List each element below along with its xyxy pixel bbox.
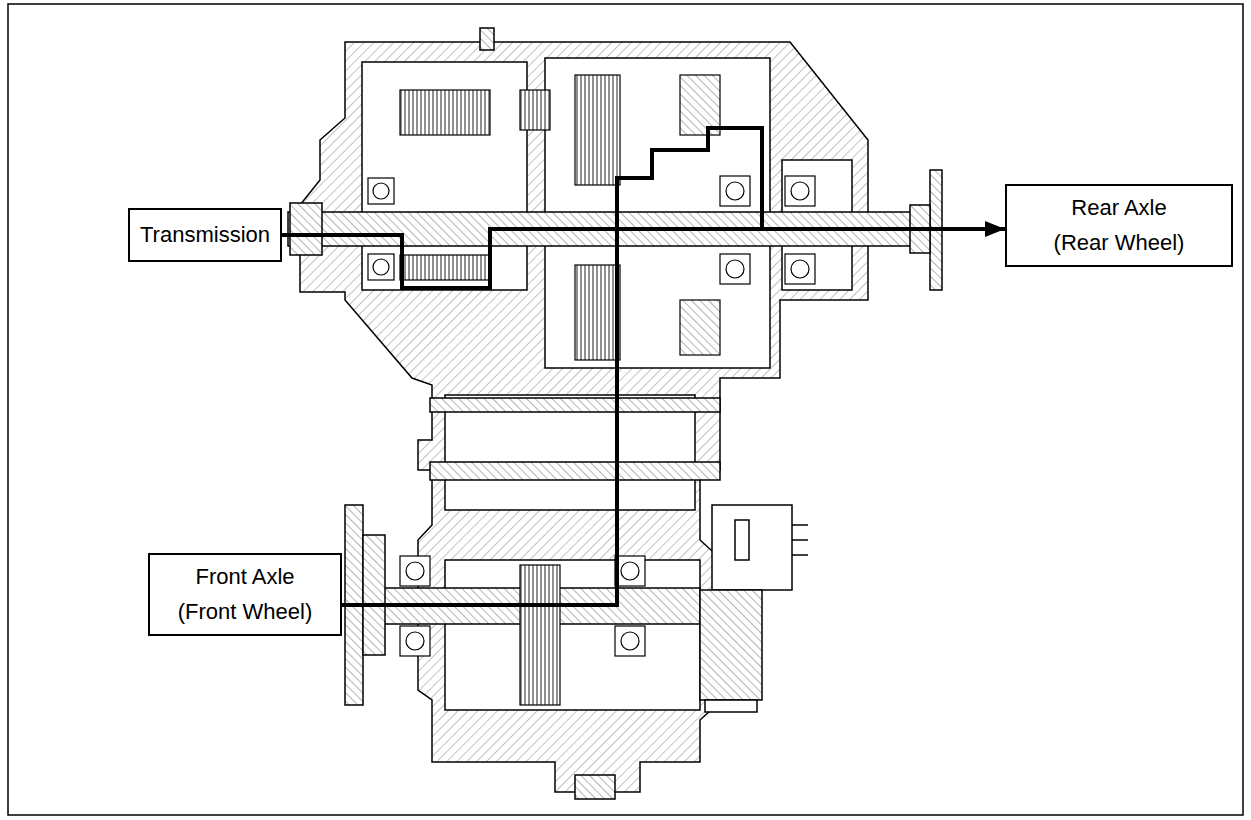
motor-base	[705, 700, 757, 712]
connector-pin	[792, 524, 808, 526]
bearings	[368, 176, 815, 656]
bearing	[720, 176, 750, 206]
bearing-ball	[791, 260, 809, 278]
driven-sprocket	[520, 565, 560, 705]
bearing	[400, 556, 430, 586]
connector-pin	[792, 554, 808, 556]
bearing	[368, 178, 394, 204]
bearing-ball	[406, 632, 424, 650]
connector	[735, 520, 749, 560]
actuator-housing	[712, 505, 792, 590]
power-flow-arrow	[148, 128, 762, 605]
bearing	[785, 176, 815, 206]
bearing-ball	[726, 182, 744, 200]
bearing	[368, 254, 394, 280]
bearing	[400, 626, 430, 656]
bearing	[615, 556, 645, 586]
connector-pin	[792, 539, 808, 541]
front-flange-hub	[363, 535, 385, 655]
bolt	[480, 28, 494, 50]
housing	[300, 28, 868, 799]
gears-and-clutch	[400, 75, 720, 705]
label-box: Rear Axle (Rear Wheel)	[1005, 184, 1233, 267]
actuator-shaft	[430, 462, 720, 480]
bearing	[720, 254, 750, 284]
label-box: Front Axle (Front Wheel)	[148, 553, 342, 636]
actuator	[700, 505, 808, 712]
planetary-gear	[400, 255, 490, 280]
power-flow-arrow	[282, 229, 1005, 288]
bearing-ball	[621, 632, 639, 650]
bearing-ball	[726, 260, 744, 278]
box-label: Rear Axle (Rear Wheel)	[1044, 190, 1194, 260]
planetary-gear	[400, 90, 490, 135]
bearing	[615, 626, 645, 656]
shift-rail	[430, 398, 720, 412]
bearing-ball	[791, 182, 809, 200]
label-box: Transmission	[128, 208, 282, 262]
box-label: Front Axle (Front Wheel)	[170, 559, 320, 629]
lower-cavity	[445, 560, 700, 710]
gear-cavity	[362, 62, 527, 290]
input-sleeve	[290, 203, 322, 255]
bearing-ball	[373, 183, 389, 199]
clutch-pack	[575, 265, 620, 360]
clutch-pack	[575, 75, 620, 185]
bearing	[785, 254, 815, 284]
pressure-plate	[680, 300, 720, 355]
bearing-ball	[406, 562, 424, 580]
drain-plug	[575, 775, 615, 799]
outer-frame	[8, 4, 1243, 815]
box-label: Transmission	[140, 217, 270, 252]
electric-motor	[700, 590, 762, 700]
drive-sprocket	[520, 90, 550, 130]
bearing-ball	[373, 259, 389, 275]
bearing-ball	[621, 562, 639, 580]
case-housing	[300, 42, 868, 792]
